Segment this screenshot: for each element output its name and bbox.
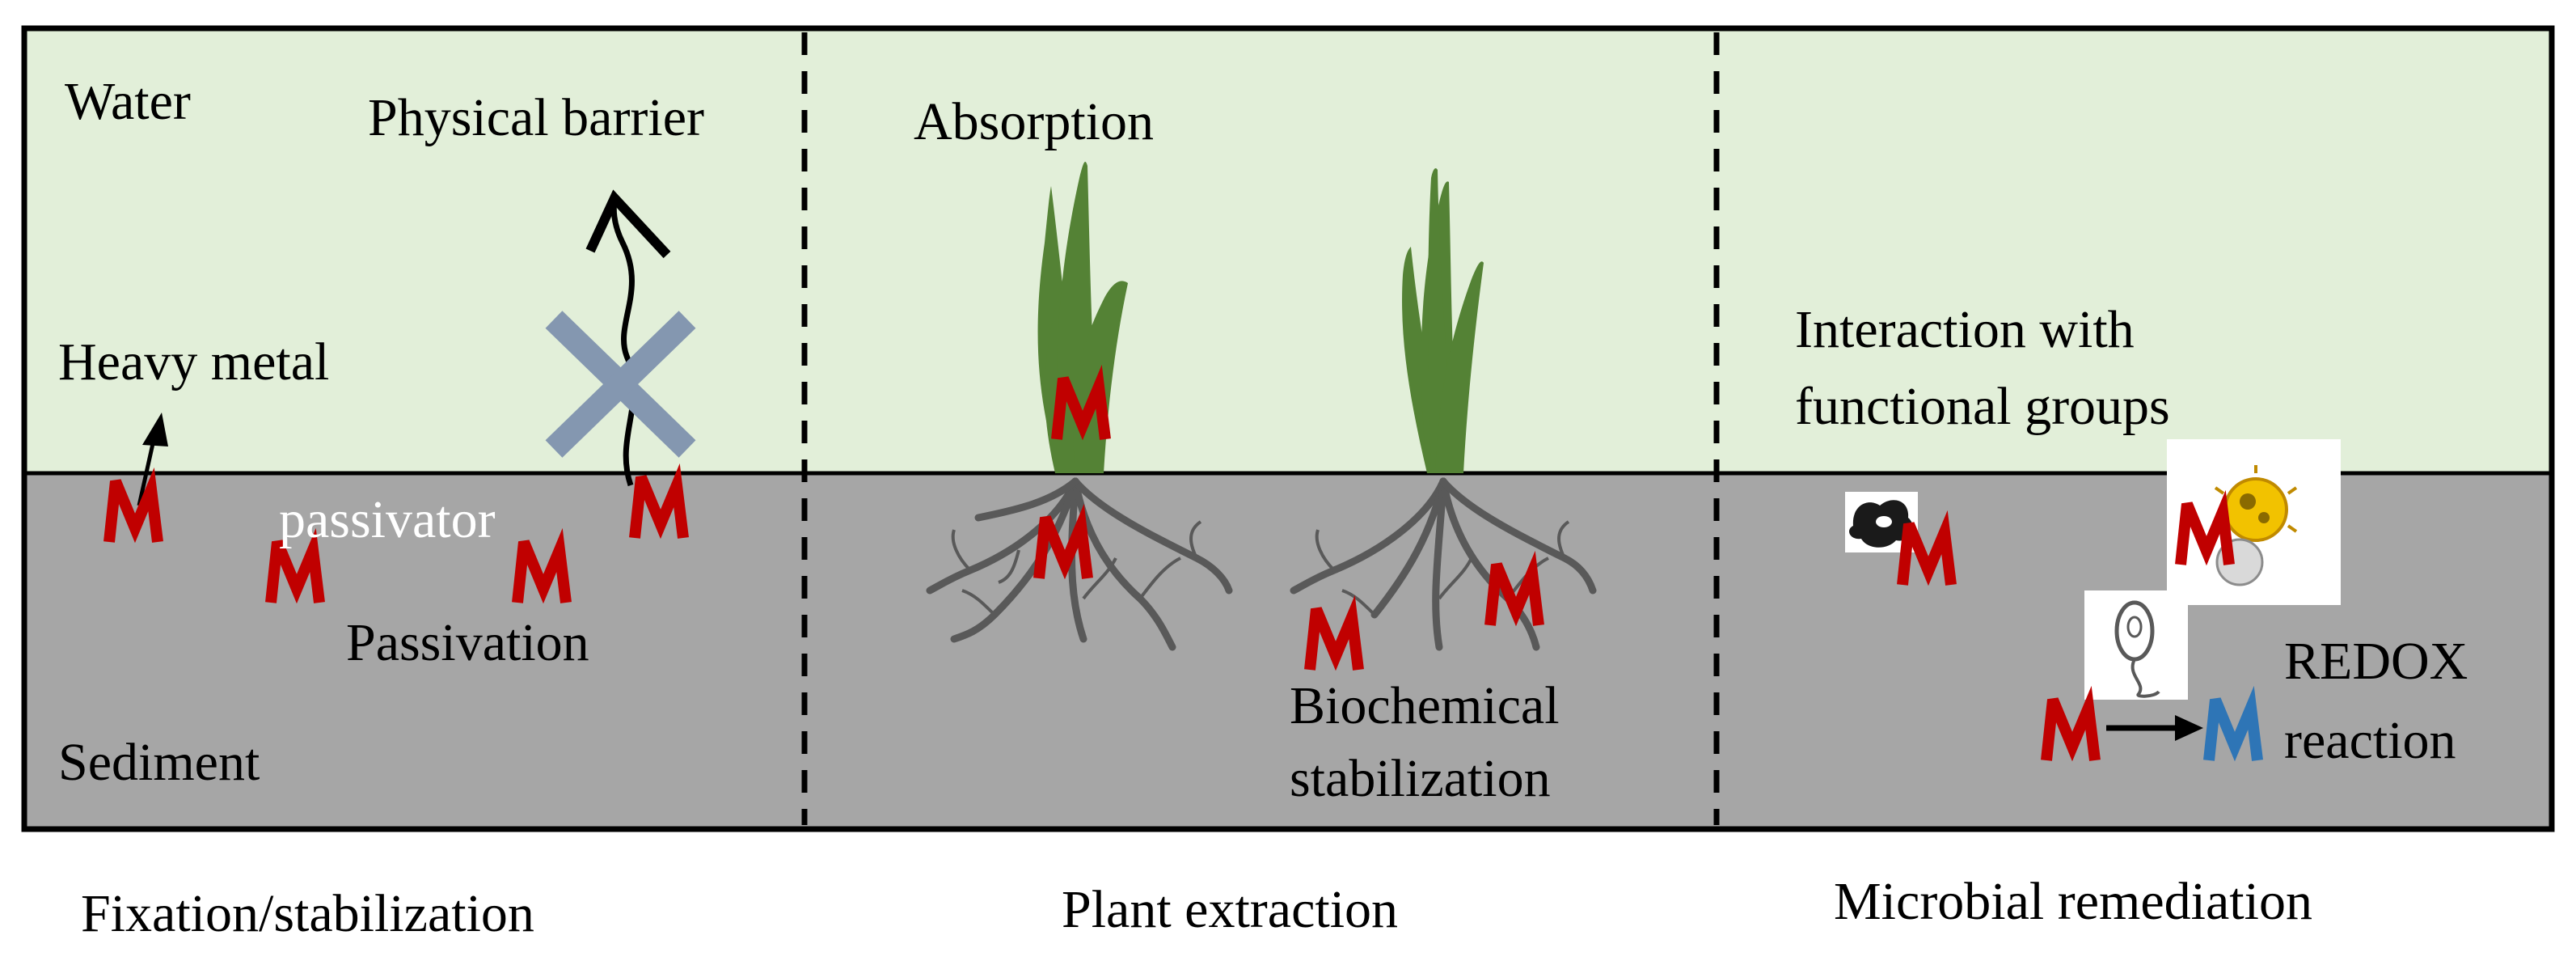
passivator-label: passivator xyxy=(279,490,496,549)
caption-microbial-remediation: Microbial remediation xyxy=(1834,872,2312,931)
interaction-label-line2: functional groups xyxy=(1795,377,2170,436)
redox-label-line2: reaction xyxy=(2284,711,2456,770)
biochemical-label-line1: Biochemical xyxy=(1290,676,1560,735)
interaction-label-line1: Interaction with xyxy=(1795,300,2135,359)
sediment-label: Sediment xyxy=(58,733,260,792)
plant-right-icon xyxy=(1290,168,1597,651)
cross-icon xyxy=(545,311,696,458)
redox-arrowhead xyxy=(2175,715,2203,741)
caption-fixation: Fixation/stabilization xyxy=(81,884,534,943)
blocked-path-arrowhead xyxy=(585,189,671,259)
biochemical-label-line2: stabilization xyxy=(1290,749,1551,808)
water-label: Water xyxy=(65,72,191,131)
redox-label-line1: REDOX xyxy=(2284,632,2468,691)
diagram-frame xyxy=(21,25,2555,832)
absorption-label: Absorption xyxy=(914,92,1154,151)
water-layer xyxy=(24,28,2552,473)
heavy-metal-label: Heavy metal xyxy=(58,332,330,392)
physical-barrier-label: Physical barrier xyxy=(368,88,705,147)
microbe-bacillus-icon xyxy=(2084,590,2188,700)
heavy-metal-arrowhead xyxy=(142,413,168,447)
passivation-label: Passivation xyxy=(346,613,589,672)
caption-plant-extraction: Plant extraction xyxy=(1062,880,1399,939)
blocked-path-line xyxy=(610,193,636,487)
